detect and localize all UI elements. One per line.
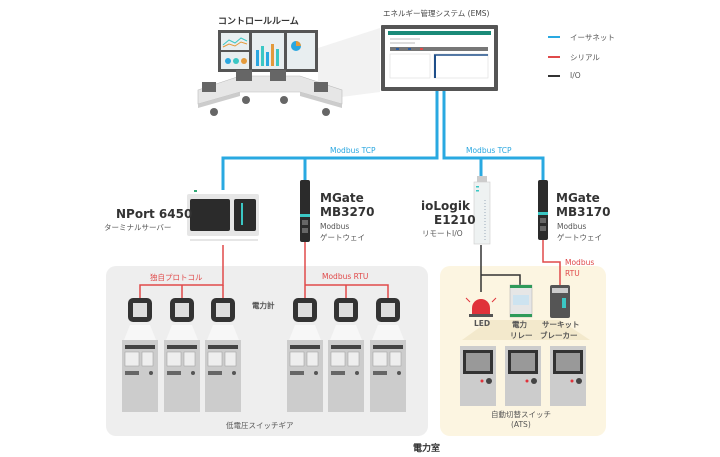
legend-serial-label: シリアル xyxy=(570,53,600,62)
ems-monitor xyxy=(381,25,498,91)
mgate3270-sub2: ゲートウェイ xyxy=(320,233,365,242)
power-meter xyxy=(128,298,152,322)
mgate3170-name1: MGate xyxy=(556,191,600,205)
power-meter xyxy=(211,298,235,322)
meter-beams xyxy=(124,325,404,340)
mgate3170-name2: MB3170 xyxy=(556,205,611,219)
ats-cabinet xyxy=(550,346,586,406)
ats-cabinet xyxy=(505,346,541,406)
power-meters xyxy=(128,298,400,322)
iologik-name1: ioLogik xyxy=(421,199,470,213)
ats-label1: 自動切替スイッチ xyxy=(491,410,551,419)
switchgear-cabinet xyxy=(205,340,241,412)
lv-switchgear-cabinets xyxy=(122,340,406,412)
switchgear-cabinet xyxy=(287,340,323,412)
switchgear-cabinet xyxy=(370,340,406,412)
iologik-sub: リモートI/O xyxy=(422,229,463,238)
mgate3270-name1: MGate xyxy=(320,191,364,205)
iologik-e1210-device xyxy=(473,176,491,245)
mgate3170-sub2: ゲートウェイ xyxy=(557,233,602,242)
ethernet-lines xyxy=(221,91,545,190)
modbus-rtu-mid-label: Modbus RTU xyxy=(322,272,369,281)
breaker-label1: サーキット xyxy=(542,320,580,329)
power-meter-label: 電力計 xyxy=(252,301,275,310)
modbus-tcp-right-label: Modbus TCP xyxy=(466,146,512,155)
mgate-mb3170-device xyxy=(538,180,548,240)
serial-lines xyxy=(139,240,561,298)
modbus-rtu-right-label1: Modbus xyxy=(565,258,595,267)
control-room-illustration xyxy=(197,30,343,116)
legend-ethernet-label: イーサネット xyxy=(570,33,615,42)
legend-io-label: I/O xyxy=(570,71,581,80)
nport-6450-device xyxy=(187,190,259,241)
ats-cabinets xyxy=(460,346,586,406)
ems-title: エネルギー管理システム (EMS) xyxy=(383,9,490,18)
power-relay-device xyxy=(509,284,533,318)
circuit-breaker-device xyxy=(550,285,570,318)
ats-beam xyxy=(462,320,590,340)
proprietary-protocol-label: 独自プロトコル xyxy=(150,273,203,282)
power-meter xyxy=(334,298,358,322)
led-device xyxy=(465,297,497,317)
power-room-label: 電力室 xyxy=(413,444,441,454)
modbus-tcp-left-label: Modbus TCP xyxy=(330,146,376,155)
mgate3270-name2: MB3270 xyxy=(320,205,375,219)
relay-label2: リレー xyxy=(510,331,533,340)
nport-name: NPort 6450 xyxy=(116,207,193,221)
nport-sub: ターミナルサーバー xyxy=(104,223,172,232)
mgate3270-sub1: Modbus xyxy=(320,222,350,231)
iologik-name2: E1210 xyxy=(434,213,476,227)
relay-label1: 電力 xyxy=(512,320,527,329)
ats-cabinet xyxy=(460,346,496,406)
switchgear-cabinet xyxy=(164,340,200,412)
mgate3170-sub1: Modbus xyxy=(557,222,587,231)
power-meter xyxy=(170,298,194,322)
power-meter xyxy=(376,298,400,322)
switchgear-cabinet xyxy=(122,340,158,412)
breaker-label2: ブレーカー xyxy=(540,331,578,340)
power-meter xyxy=(293,298,317,322)
led-label: LED xyxy=(474,319,491,328)
mgate-mb3270-device xyxy=(300,180,310,242)
modbus-rtu-right-label2: RTU xyxy=(565,269,580,278)
projection-beam xyxy=(318,28,380,100)
control-room-title: コントロールルーム xyxy=(218,17,299,27)
lv-switchgear-label: 低電圧スイッチギア xyxy=(226,421,294,430)
ats-label2: (ATS) xyxy=(511,420,531,429)
switchgear-cabinet xyxy=(328,340,364,412)
io-lines xyxy=(480,245,521,292)
